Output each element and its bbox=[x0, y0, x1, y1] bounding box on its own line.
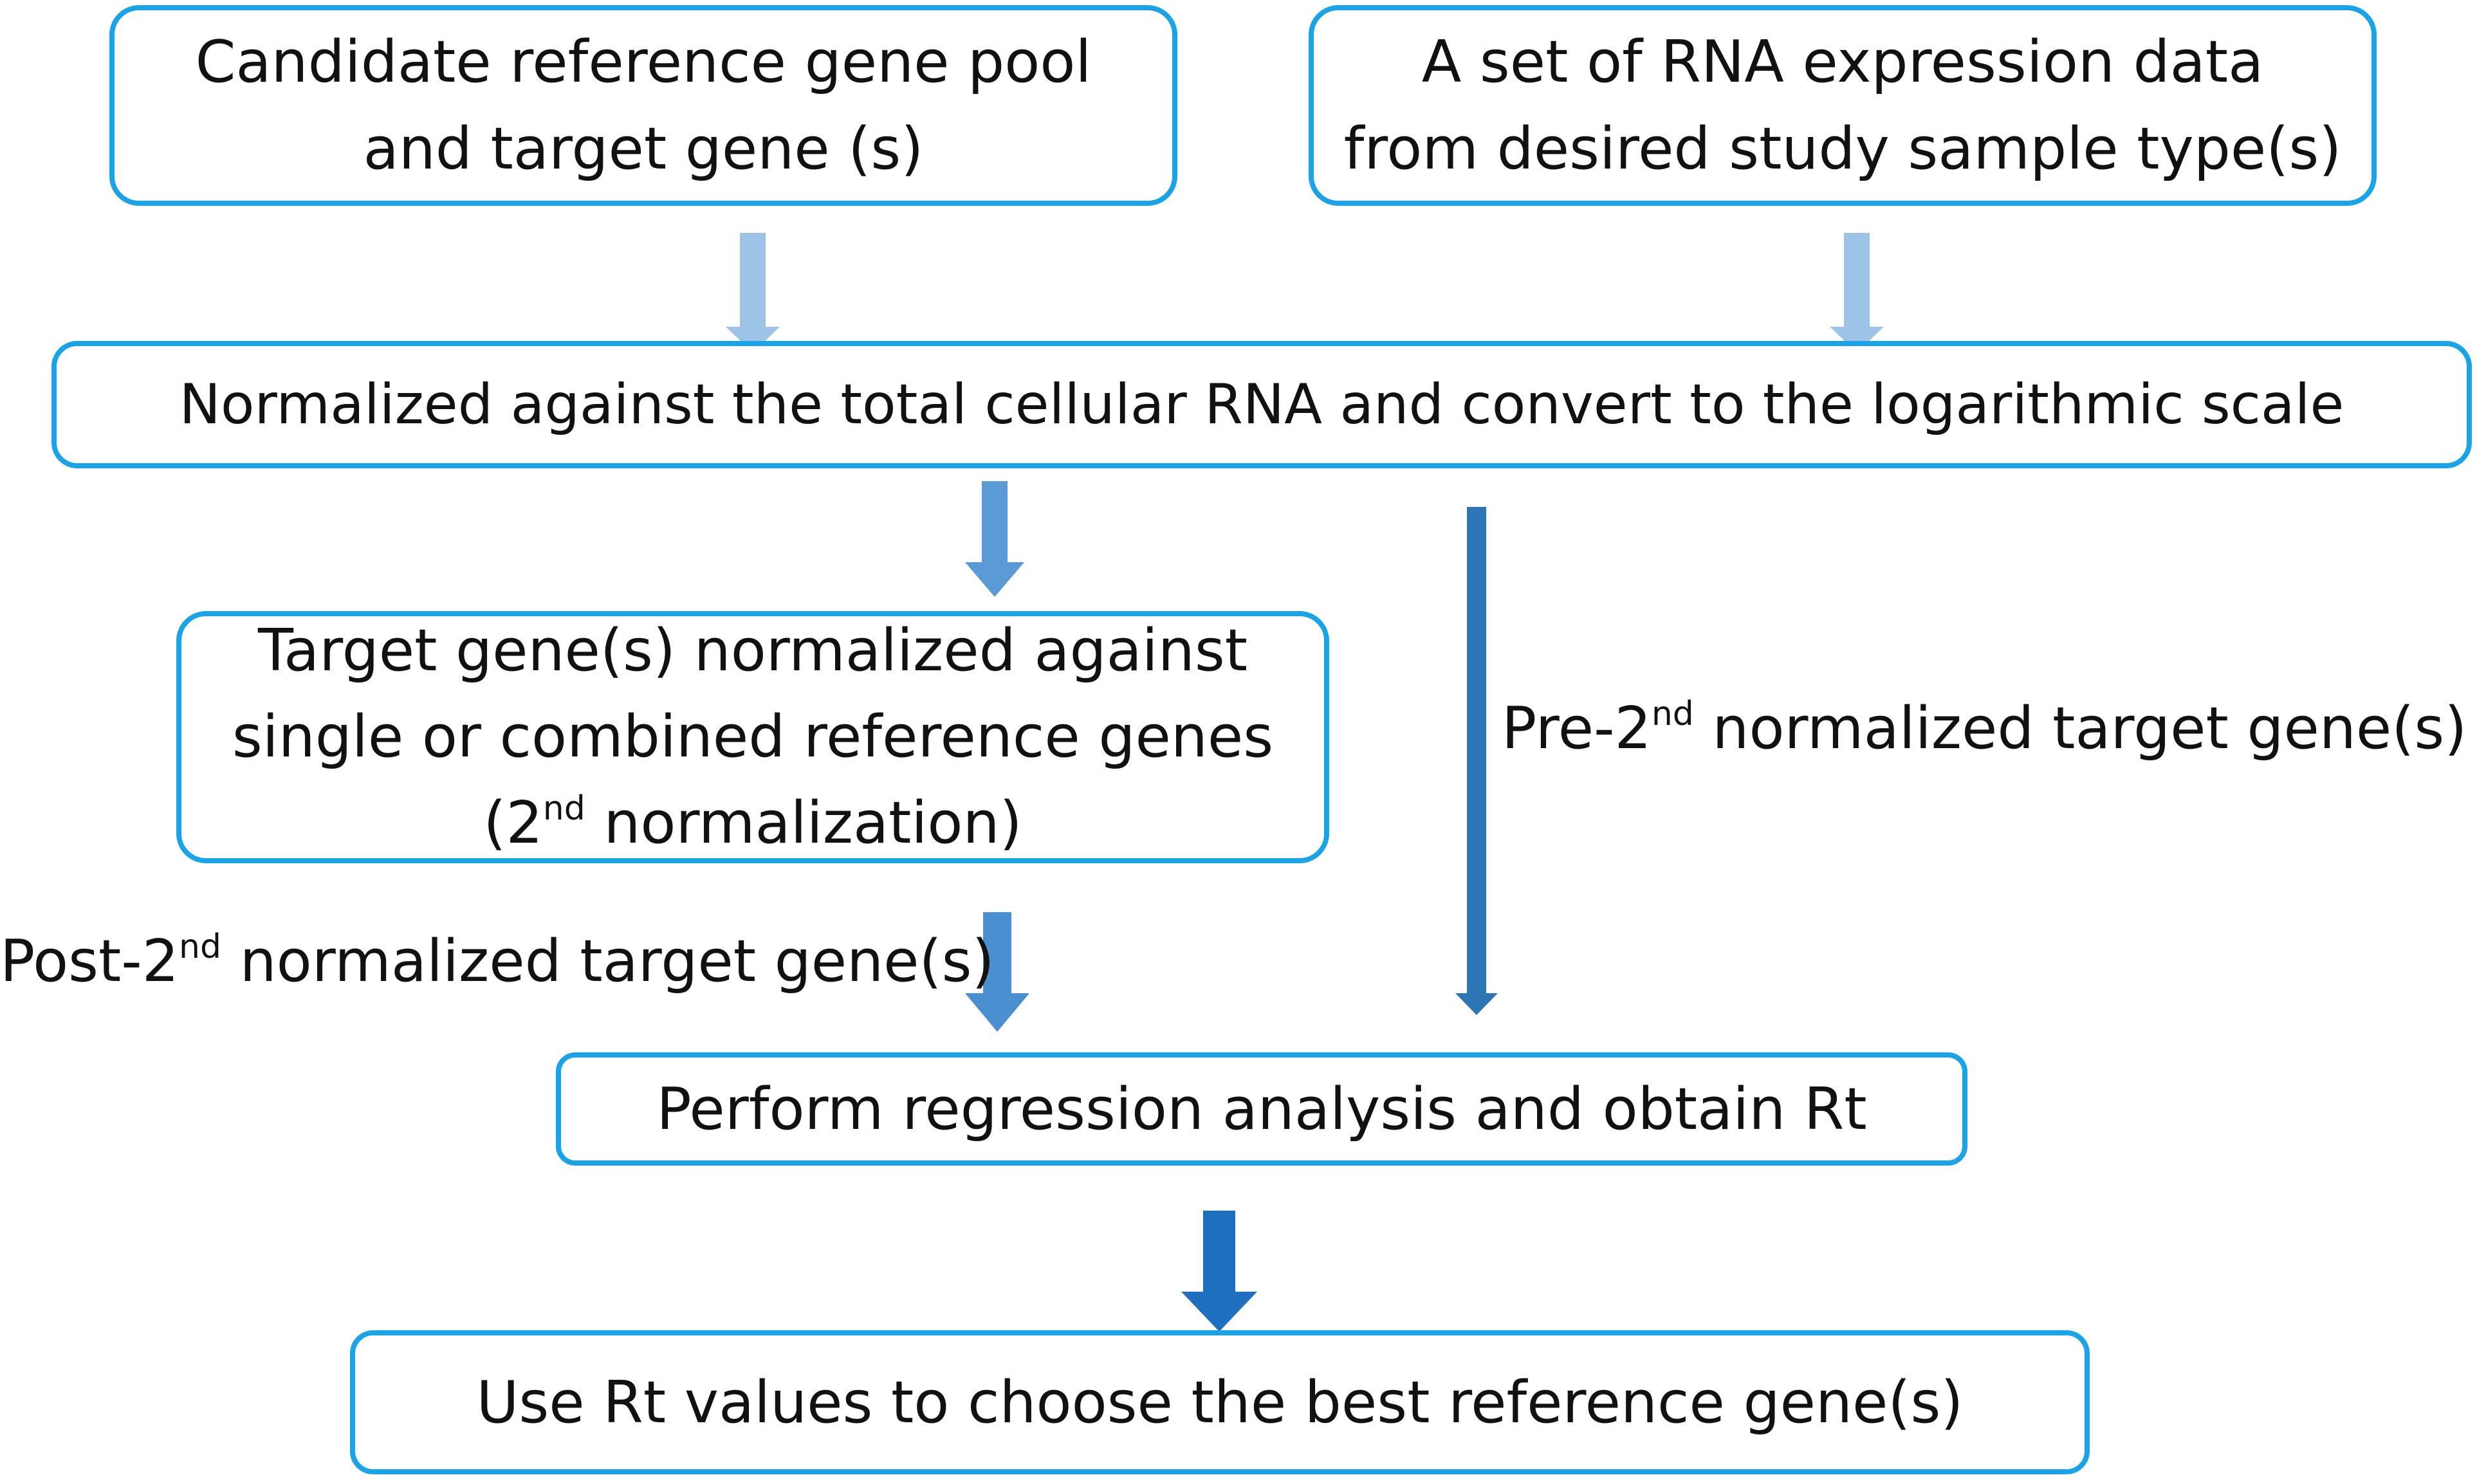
box-second-norm-line3-post: normalization) bbox=[585, 789, 1022, 857]
box-choose-best: Use Rt values to choose the best referen… bbox=[350, 1330, 2090, 1474]
label-post-second-normalized: Post-2nd normalized target gene(s) bbox=[0, 926, 995, 997]
box-second-norm-line3-sup: nd bbox=[542, 789, 585, 828]
box-second-normalization: Target gene(s) normalized against single… bbox=[176, 611, 1329, 863]
box-normalize-total-line1: Normalized against the total cellular RN… bbox=[179, 372, 2344, 437]
label-pre-second-post: normalized target gene(s) bbox=[1693, 695, 2467, 762]
label-post-second-post: normalized target gene(s) bbox=[221, 928, 995, 995]
label-pre-second-normalized: Pre-2nd normalized target gene(s) bbox=[1502, 693, 2467, 764]
box-regression-line1: Perform regression analysis and obtain R… bbox=[656, 1075, 1867, 1143]
arrow-pre-second-to-regression bbox=[1455, 507, 1498, 1015]
arrow-rna-to-normalize bbox=[1830, 233, 1884, 353]
box-rna-data-line1: A set of RNA expression data bbox=[1421, 28, 2264, 96]
box-second-norm-line3: (2nd normalization) bbox=[483, 780, 1022, 866]
box-rna-data: A set of RNA expression data from desire… bbox=[1309, 5, 2377, 206]
arrow-regression-to-choose bbox=[1181, 1211, 1257, 1332]
label-pre-second-sup: nd bbox=[1651, 695, 1694, 733]
box-normalize-total: Normalized against the total cellular RN… bbox=[51, 341, 2472, 468]
label-pre-second-pre: Pre-2 bbox=[1502, 695, 1652, 762]
arrow-candidate-to-normalize bbox=[726, 233, 780, 353]
box-candidate-pool: Candidate reference gene pool and target… bbox=[109, 5, 1177, 206]
box-second-norm-line3-pre: (2 bbox=[483, 789, 543, 857]
box-second-norm-line2: single or combined reference genes bbox=[232, 703, 1274, 771]
box-candidate-pool-line2: and target gene (s) bbox=[363, 115, 924, 183]
label-post-second-pre: Post-2 bbox=[0, 928, 180, 995]
arrow-normalize-to-second bbox=[965, 481, 1024, 597]
box-regression: Perform regression analysis and obtain R… bbox=[556, 1052, 1967, 1166]
arrow-post-second-to-regression bbox=[965, 912, 1029, 1032]
box-rna-data-line2: from desired study sample type(s) bbox=[1343, 115, 2342, 183]
box-second-norm-line1: Target gene(s) normalized against bbox=[257, 617, 1248, 684]
box-candidate-pool-line1: Candidate reference gene pool bbox=[195, 28, 1092, 96]
box-choose-best-line1: Use Rt values to choose the best referen… bbox=[476, 1368, 1964, 1436]
label-post-second-sup: nd bbox=[179, 928, 222, 966]
